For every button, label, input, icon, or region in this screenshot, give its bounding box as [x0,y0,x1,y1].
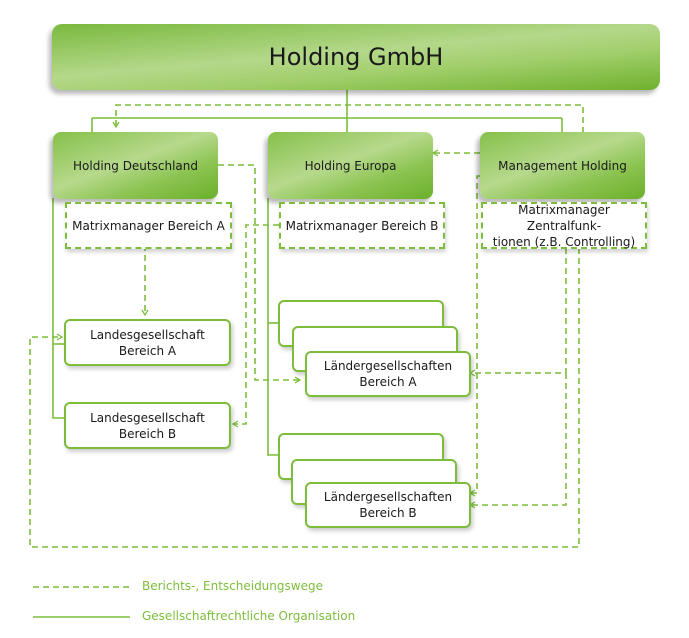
node-laendergesellschaften-a[interactable]: Ländergesellschaften Bereich A [305,351,471,397]
report-line-mh-to-lnB [468,175,480,497]
node-label-line2: Bereich B [359,506,417,520]
node-holding-deutschland[interactable]: Holding Deutschland [53,132,218,199]
legend-solid-label: Gesellschaftrechtliche Organisation [142,609,356,623]
node-label-line2: tionen (z.B. Controlling) [492,234,636,249]
node-label-line2: Bereich A [118,343,177,358]
node-matrixmanager-a[interactable]: Matrixmanager Bereich A [65,202,232,249]
node-label: Holding Europa [304,158,397,173]
report-line-mZ-to-lnB [468,373,567,509]
node-label-line2: Bereich A [359,375,417,389]
report-line-mB-to-lgB [231,224,279,428]
node-laendergesellschaften-b[interactable]: Ländergesellschaften Bereich B [305,482,471,528]
legend-dashed-label: Berichts-, Entscheidungswege [142,579,323,593]
node-management-holding[interactable]: Management Holding [480,132,645,199]
node-label-line1: Landesgesellschaft [90,327,205,342]
node-label: Holding GmbH [268,43,444,71]
node-holding-gmbh[interactable]: Holding GmbH [52,24,660,90]
node-label: Management Holding [498,158,627,173]
node-label: Holding Deutschland [73,158,198,173]
node-label-line1: Ländergesellschaften [323,490,453,504]
report-line-hd-to-lnA [218,164,302,384]
node-label-line1: Ländergesellschaften [323,359,453,373]
node-landesgesellschaft-b[interactable]: Landesgesellschaft Bereich B [64,402,231,449]
node-label-line1: Landesgesellschaft [90,410,205,425]
node-holding-europa[interactable]: Holding Europa [268,132,433,199]
report-line-mZ-to-lnA [468,248,567,377]
node-label: Matrixmanager Bereich A [72,218,225,233]
org-line-hd-spine [52,198,66,419]
node-matrixmanager-b[interactable]: Matrixmanager Bereich B [279,202,445,249]
org-line-he-spine [267,198,280,456]
node-matrixmanager-zentral[interactable]: Matrixmanager Zentralfunk- tionen (z.B. … [481,202,647,249]
node-label-line2: Bereich B [118,426,177,441]
report-line-mh-to-hd [112,104,584,133]
node-label: Matrixmanager Bereich B [285,218,439,233]
node-landesgesellschaft-a[interactable]: Landesgesellschaft Bereich A [64,319,231,366]
node-label-line1: Matrixmanager Zentralfunk- [518,202,610,233]
